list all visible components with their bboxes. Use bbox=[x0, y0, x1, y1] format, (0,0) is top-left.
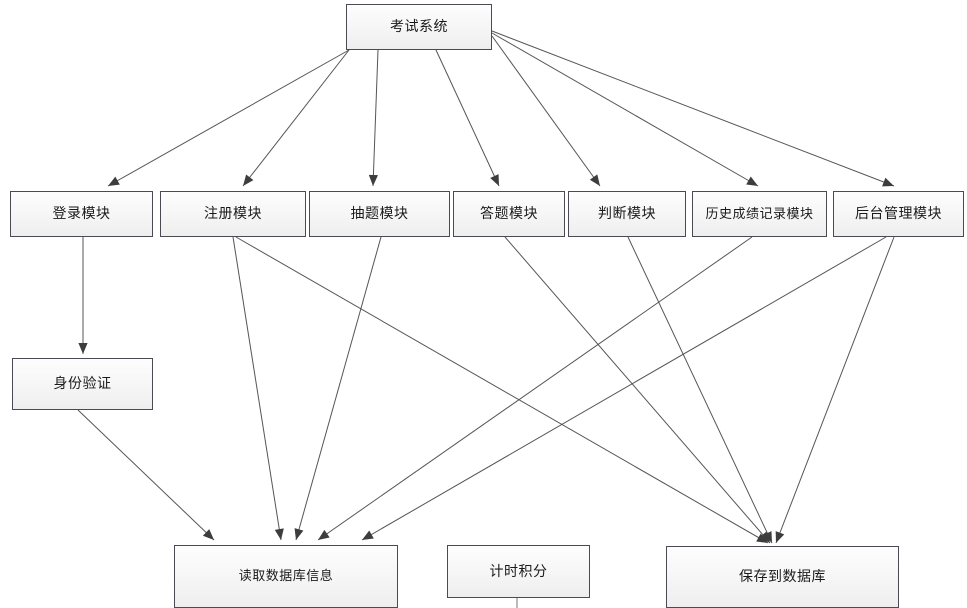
arrowhead-icon bbox=[78, 343, 88, 354]
arrowhead-icon bbox=[882, 177, 894, 187]
arrowhead-icon bbox=[763, 531, 772, 543]
node-label-judge: 判断模块 bbox=[598, 206, 656, 222]
arrowhead-icon bbox=[362, 530, 374, 540]
edge-root-to-judge bbox=[491, 35, 601, 187]
node-label-login: 登录模块 bbox=[52, 206, 111, 222]
arrowhead-icon bbox=[756, 533, 768, 543]
node-label-answer: 答题模块 bbox=[480, 206, 538, 222]
edge-auth-to-readdb bbox=[77, 409, 215, 541]
node-login[interactable]: 登录模块 bbox=[10, 191, 153, 237]
node-answer[interactable]: 答题模块 bbox=[453, 191, 565, 237]
node-history[interactable]: 历史成绩记录模块 bbox=[692, 191, 827, 237]
node-score[interactable]: 计时积分 bbox=[447, 545, 590, 598]
arrowhead-icon bbox=[589, 174, 600, 186]
node-root[interactable]: 考试系统 bbox=[346, 4, 492, 50]
node-admin[interactable]: 后台管理模块 bbox=[833, 191, 964, 237]
edge-register-to-readdb bbox=[232, 236, 284, 541]
arrowhead-icon bbox=[368, 174, 379, 186]
arrowhead-icon bbox=[243, 174, 254, 186]
node-auth[interactable]: 身份验证 bbox=[12, 358, 153, 410]
node-savedb[interactable]: 保存到数据库 bbox=[666, 546, 899, 608]
arrowhead-icon bbox=[759, 531, 770, 543]
node-label-readdb: 读取数据库信息 bbox=[238, 569, 334, 584]
edge-draw-to-readdb bbox=[294, 236, 382, 541]
edge-login-to-auth bbox=[78, 237, 88, 354]
arrowhead-icon bbox=[490, 174, 499, 186]
arrowhead-icon bbox=[274, 528, 284, 540]
arrowhead-icon bbox=[775, 531, 785, 543]
node-readdb[interactable]: 读取数据库信息 bbox=[174, 545, 398, 608]
node-label-savedb: 保存到数据库 bbox=[739, 569, 826, 585]
arrowhead-icon bbox=[294, 528, 304, 540]
edge-register-to-savedb bbox=[235, 236, 769, 544]
arrowhead-icon bbox=[108, 176, 120, 186]
edge-root-to-login bbox=[107, 49, 350, 187]
edge-root-to-draw bbox=[368, 49, 379, 187]
edge-history-to-readdb bbox=[317, 236, 753, 541]
node-label-register: 注册模块 bbox=[204, 206, 262, 222]
node-register[interactable]: 注册模块 bbox=[160, 191, 306, 237]
node-label-admin: 后台管理模块 bbox=[855, 206, 942, 222]
edge-root-to-history bbox=[491, 32, 759, 187]
node-label-history: 历史成绩记录模块 bbox=[705, 206, 814, 222]
arrowhead-icon bbox=[202, 529, 214, 540]
node-label-draw: 抽题模块 bbox=[350, 206, 409, 222]
arrowhead-icon bbox=[318, 529, 330, 540]
edge-root-to-answer bbox=[435, 49, 500, 187]
edge-admin-to-savedb bbox=[775, 236, 895, 544]
edge-answer-to-savedb bbox=[504, 236, 771, 544]
edge-root-to-register bbox=[242, 49, 350, 187]
edge-root-to-admin bbox=[491, 30, 895, 187]
node-label-root: 考试系统 bbox=[390, 19, 448, 35]
node-label-score: 计时积分 bbox=[489, 563, 548, 580]
node-label-auth: 身份验证 bbox=[53, 376, 112, 392]
node-judge[interactable]: 判断模块 bbox=[568, 191, 686, 237]
arrowhead-icon bbox=[746, 176, 758, 186]
edge-judge-to-savedb bbox=[627, 236, 773, 544]
node-draw[interactable]: 抽题模块 bbox=[309, 191, 450, 237]
edge-admin-to-readdb bbox=[361, 236, 887, 541]
